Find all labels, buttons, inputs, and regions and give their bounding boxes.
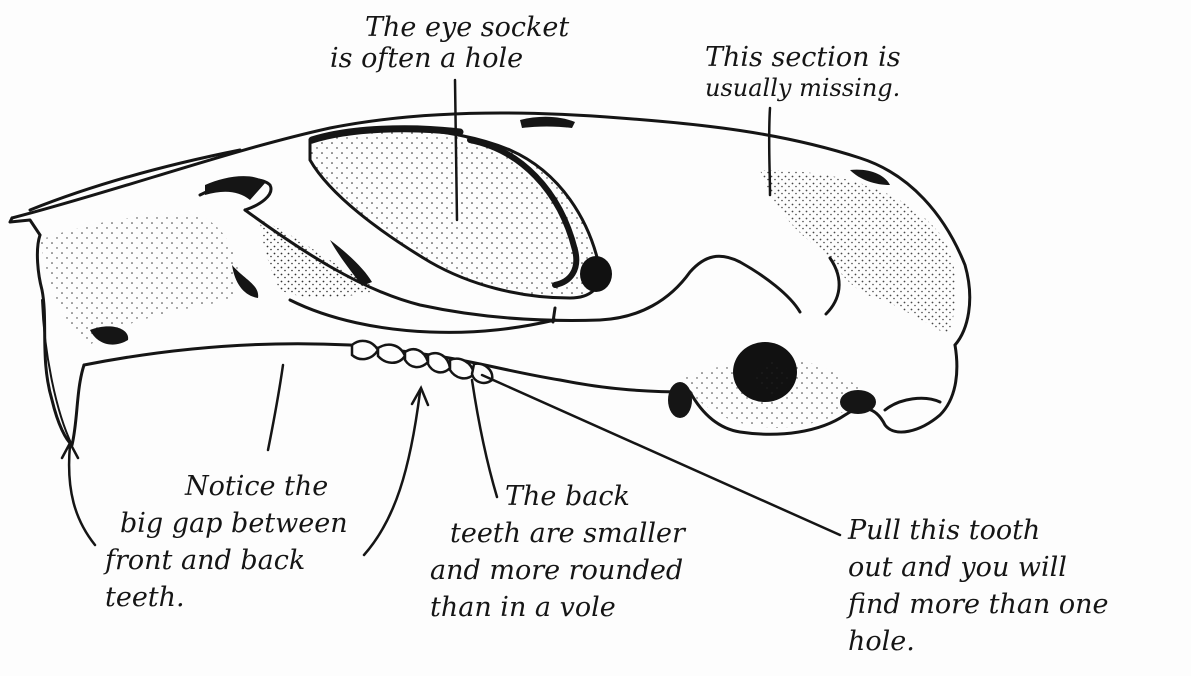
back-teeth-note-line-1: The back xyxy=(430,478,685,515)
snout-upper-edge xyxy=(10,218,40,235)
snout-stipple xyxy=(40,214,238,345)
tooth-3 xyxy=(405,349,428,367)
tooth-1 xyxy=(352,341,378,359)
gap-note-line-1: Notice the xyxy=(105,468,348,505)
back-teeth-note-line-2: teeth are smaller xyxy=(430,515,685,552)
gap-note-line-2: big gap between xyxy=(105,505,348,542)
braincase-stipple xyxy=(760,170,956,335)
back-teeth-note-line-4: than in a vole xyxy=(430,589,685,626)
bulla-dark xyxy=(840,390,876,414)
pull-tooth-note-line-3: find more than one xyxy=(848,586,1109,623)
missing-section-note-line-1: This section is xyxy=(705,42,901,73)
brow-dark xyxy=(205,176,266,200)
suture-line xyxy=(553,308,555,322)
missing-section-note: This section is usually missing. xyxy=(705,42,901,104)
optic-opening xyxy=(580,256,612,292)
missing-section-note-line-2: usually missing. xyxy=(705,73,901,104)
gap-note-line-3: front and back xyxy=(105,542,348,579)
pointer-gap xyxy=(268,365,283,450)
eye-socket-note: The eye socket is often a hole xyxy=(330,12,569,74)
pointer-front-tooth xyxy=(69,445,95,545)
eye-socket-note-line-2: is often a hole xyxy=(330,43,569,74)
eye-socket-note-line-1: The eye socket xyxy=(330,12,569,43)
back-teeth-note: The back teeth are smaller and more roun… xyxy=(430,478,685,626)
pointer-missing-section xyxy=(769,108,770,195)
tooth-2 xyxy=(378,345,405,363)
dorsal-dark xyxy=(520,117,575,128)
jaw-joint-dark xyxy=(668,382,692,418)
gap-note: Notice the big gap between front and bac… xyxy=(105,468,348,616)
back-of-skull xyxy=(885,398,940,410)
pull-tooth-note-line-2: out and you will xyxy=(848,549,1109,586)
pull-tooth-note: Pull this tooth out and you will find mo… xyxy=(848,512,1109,660)
back-teeth-note-line-3: and more rounded xyxy=(430,552,685,589)
pointer-back-teeth-arrow xyxy=(364,392,420,555)
pull-tooth-note-line-1: Pull this tooth xyxy=(848,512,1109,549)
gap-note-line-4: teeth. xyxy=(105,579,348,616)
ear-hole-inner xyxy=(754,362,790,394)
pull-tooth-note-line-4: hole. xyxy=(848,623,1109,660)
snout-dark xyxy=(90,326,128,344)
